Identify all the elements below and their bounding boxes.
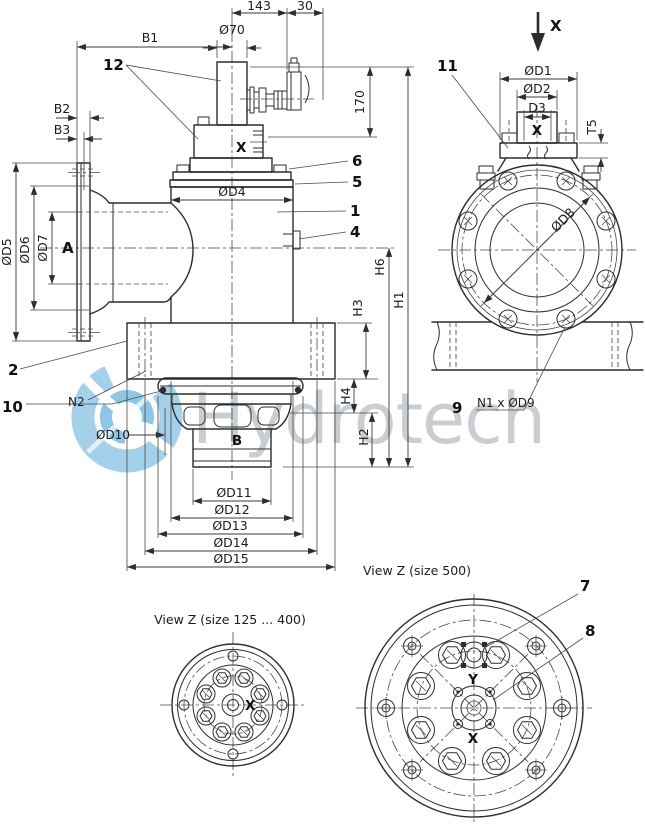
item-12: 12: [103, 56, 124, 74]
dim-h6: H6: [372, 258, 387, 275]
watermark-text: Hydrotech: [192, 378, 545, 460]
dim-h2: H2: [356, 428, 371, 445]
item-7: 7: [580, 577, 590, 595]
center-hub-assembly: [451, 685, 497, 731]
bolt-count-note: N1 x ØD9: [477, 396, 535, 410]
front-view: X: [431, 12, 644, 417]
view-z-large-geometry: [364, 598, 584, 818]
item-5: 5: [352, 173, 362, 191]
dim-t5: T5: [584, 119, 599, 136]
axis-x-label: X: [468, 731, 479, 747]
background-pipe: [431, 321, 644, 371]
valve-body: [170, 186, 294, 324]
dim-d4: ØD4: [218, 184, 245, 199]
label-n2: N2: [68, 395, 85, 409]
front-view-dimensions: [483, 72, 608, 304]
view-z-small-title: View Z (size 125 ... 400): [154, 612, 306, 627]
view-z-small-geometry: [171, 643, 295, 767]
spring-retainer: [171, 403, 292, 430]
o-ring-right: [294, 386, 302, 394]
side-port: [292, 230, 301, 250]
front-view-leaders: [451, 74, 566, 411]
dim-d11: ØD11: [216, 485, 251, 500]
view-arrow-label: X: [550, 17, 562, 35]
inlet-nozzle: [78, 189, 172, 315]
view-direction-arrow-x: X: [531, 12, 562, 52]
bonnet-bolt-left: [176, 164, 190, 173]
dim-d14: ØD14: [213, 535, 248, 550]
dim-h1: H1: [391, 291, 406, 308]
seal-band: [157, 377, 304, 404]
dim-d15: ØD15: [213, 551, 248, 566]
dim-d2: ØD2: [523, 81, 550, 96]
dim-d5: ØD5: [0, 238, 14, 265]
housing-bolt: [197, 116, 210, 126]
port-label-b: B: [232, 433, 242, 449]
item-1: 1: [350, 202, 360, 220]
dim-b3: B3: [54, 122, 71, 137]
item-10: 10: [2, 398, 23, 416]
bonnet-bolt-right: [273, 164, 287, 173]
main-view-leaders: [19, 64, 349, 405]
view-z-small-x: X: [245, 698, 256, 714]
bolt-circle: [461, 174, 613, 326]
dim-d13: ØD13: [212, 518, 247, 533]
o-ring-left: [159, 386, 167, 394]
mounting-flange: [126, 317, 336, 386]
item-4: 4: [350, 223, 360, 241]
center-hub: [221, 693, 245, 717]
view-z-large-leaders: [485, 593, 584, 701]
view-z-small: View Z (size 125 ... 400) X: [154, 612, 306, 778]
main-section-view: 143 30 Ø70 B1 B2 B3 170 ØD4 ØD5 ØD6 ØD7 …: [0, 0, 414, 571]
dim-dia70: Ø70: [219, 22, 245, 37]
view-z-large-texts: 7 8 Y X: [467, 577, 595, 747]
datum-x-front: X: [532, 123, 543, 139]
main-view-texts: 143 30 Ø70 B1 B2 B3 170 ØD4 ØD5 ØD6 ØD7 …: [0, 0, 406, 566]
port-label-a: A: [62, 239, 74, 257]
top-indicator-assembly: [476, 111, 601, 190]
view-z-large: View Z (size 500): [356, 563, 595, 823]
proximity-sensor: [246, 57, 310, 114]
dim-d1: ØD1: [524, 63, 551, 78]
dim-d12: ØD12: [214, 502, 249, 517]
dim-b2: B2: [54, 101, 71, 116]
axis-y-label: Y: [467, 672, 478, 688]
main-view-dimensions: [12, 8, 414, 571]
dim-h3: H3: [350, 299, 365, 316]
bottom-cylinder: [192, 428, 272, 468]
item-11: 11: [437, 57, 458, 75]
main-view-geometry: [68, 57, 336, 468]
view-z-large-title: View Z (size 500): [363, 563, 471, 578]
item-9: 9: [452, 399, 462, 417]
dim-170: 170: [352, 90, 367, 114]
position-indicator-port: [460, 641, 488, 669]
dim-143: 143: [247, 0, 271, 13]
dim-d7: ØD7: [35, 234, 50, 261]
dim-h4: H4: [338, 387, 353, 404]
dim-d6: ØD6: [17, 236, 32, 263]
datum-x-main: X: [236, 140, 247, 156]
dim-d3: D3: [528, 100, 546, 115]
dim-b1: B1: [142, 30, 159, 45]
item-6: 6: [352, 152, 362, 170]
item-2: 2: [8, 361, 18, 379]
dim-30: 30: [297, 0, 313, 13]
dim-d10: ØD10: [96, 428, 130, 442]
item-8: 8: [585, 622, 595, 640]
